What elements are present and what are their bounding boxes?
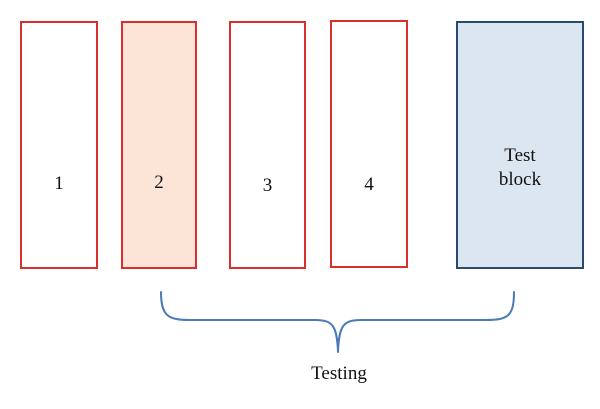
fold-block-4: 4 <box>330 20 408 268</box>
fold-block-2: 2 <box>121 21 197 269</box>
test-block-label-line-1: Test <box>504 145 536 166</box>
fold-block-4-label: 4 <box>364 174 374 195</box>
fold-block-1: 1 <box>20 21 98 269</box>
test-block: Test block <box>456 21 584 269</box>
fold-block-3-label: 3 <box>262 175 273 196</box>
test-block-label-line-2: block <box>498 169 542 190</box>
fold-block-3: 3 <box>229 21 306 269</box>
test-block-label: Test block <box>458 144 582 192</box>
fold-block-2-label: 2 <box>154 172 164 193</box>
testing-label: Testing <box>311 363 367 384</box>
testing-bracket-path <box>160 291 515 353</box>
fold-block-1-label: 1 <box>54 173 64 194</box>
